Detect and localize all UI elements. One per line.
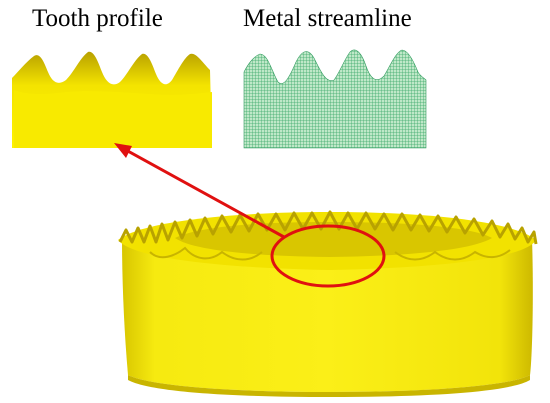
tooth-profile-image	[12, 51, 212, 148]
red-arrow	[114, 143, 285, 239]
metal-streamline-image	[243, 49, 427, 149]
highlight-ellipse	[270, 224, 386, 288]
tooth-profile-label: Tooth profile	[32, 5, 163, 32]
gear-body	[118, 210, 538, 397]
metal-streamline-label: Metal streamline	[243, 5, 412, 32]
